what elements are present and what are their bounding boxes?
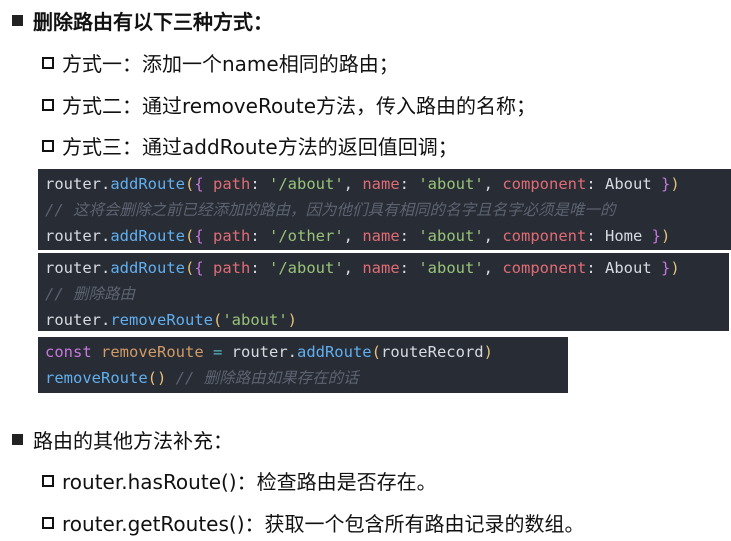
code-token: removeRoute	[110, 311, 213, 329]
code-token: router.	[45, 259, 111, 277]
code-token: // 这将会删除之前已经添加的路由，因为他们具有相同的名字且名字必须是唯一的	[45, 201, 616, 219]
code-token: :	[399, 259, 419, 277]
code-token: )	[483, 343, 493, 361]
item-text: 方式三：通过addRoute方法的返回值回调；	[62, 135, 458, 159]
code-token: ,	[483, 259, 503, 277]
bullet-square-icon	[12, 434, 23, 445]
code-token: '/other'	[269, 227, 344, 245]
code-token: routeRecord	[380, 343, 484, 361]
code-token: :	[250, 259, 269, 277]
code-line: router.addRoute({ path: '/other', name : …	[45, 223, 724, 249]
code-token: name	[362, 259, 400, 277]
bullet-square-icon	[12, 15, 23, 26]
code-line: // 这将会删除之前已经添加的路由，因为他们具有相同的名字且名字必须是唯一的	[45, 197, 724, 223]
code-token: addRoute	[110, 227, 185, 245]
code-token: ,	[343, 259, 363, 277]
code-token: {	[194, 227, 213, 245]
code-token: name	[362, 227, 400, 245]
code-token: : Home	[586, 227, 652, 245]
hollow-square-bullet-icon	[42, 139, 54, 152]
code-line: removeRoute() // 删除路由如果存在的话	[45, 365, 561, 391]
code-token: router.	[45, 227, 111, 245]
code-token: // 删除路由如果存在的话	[166, 369, 359, 387]
code-token: (	[184, 175, 195, 193]
code-token: addRoute	[296, 343, 372, 361]
code-token: path	[213, 175, 251, 193]
code-token: (	[371, 343, 381, 361]
code-token: ()	[147, 369, 167, 387]
code-token: )	[670, 175, 680, 193]
code-token: : About	[586, 259, 661, 277]
code-line: // 删除路由	[45, 281, 722, 307]
code-line: router.addRoute({ path: '/about', name : …	[45, 171, 724, 197]
code-token: :	[250, 175, 269, 193]
code-token: 'about'	[222, 311, 288, 329]
hollow-square-bullet-icon	[42, 516, 54, 529]
section-heading-other-methods: 路由的其他方法补充：	[12, 425, 233, 454]
code-token: // 删除路由	[45, 285, 135, 303]
code-token: path	[213, 227, 251, 245]
code-block-remove-route: router.addRoute({ path: '/about', name: …	[38, 253, 729, 331]
heading-text: 删除路由有以下三种方式：	[33, 10, 273, 34]
item-text: 方式二：通过removeRoute方法，传入路由的名称；	[62, 94, 537, 118]
code-token: )	[287, 311, 297, 329]
code-token: {	[194, 175, 213, 193]
code-token: (	[184, 227, 195, 245]
code-token: path	[213, 259, 251, 277]
code-token: ,	[483, 227, 503, 245]
code-token: '/about'	[269, 259, 344, 277]
code-token: )	[661, 227, 671, 245]
code-token: (	[184, 259, 195, 277]
code-line: router.addRoute({ path: '/about', name : …	[45, 255, 722, 281]
code-token: name	[362, 175, 400, 193]
code-token: router.	[45, 311, 111, 329]
code-token: '/about'	[269, 175, 344, 193]
code-token: ,	[343, 227, 363, 245]
code-token: 'about'	[418, 175, 484, 193]
code-token: : About	[586, 175, 661, 193]
code-token: ,	[483, 175, 503, 193]
section-heading-remove-route: 删除路由有以下三种方式：	[12, 6, 273, 35]
item-text: router.getRoutes()：获取一个包含所有路由记录的数组。	[62, 512, 585, 536]
code-token: :	[399, 175, 419, 193]
code-token: :	[399, 227, 419, 245]
item-text: router.hasRoute()：检查路由是否存在。	[62, 470, 437, 494]
item-text: 方式一：添加一个name相同的路由；	[62, 52, 399, 76]
code-line: const removeRoute = router.addRoute(rout…	[45, 339, 561, 365]
code-token: const	[45, 343, 101, 361]
code-token: ,	[343, 175, 363, 193]
list-item: router.hasRoute()：检查路由是否存在。	[42, 466, 437, 495]
code-token: )	[670, 259, 680, 277]
code-token: }	[651, 227, 661, 245]
list-item: router.getRoutes()：获取一个包含所有路由记录的数组。	[42, 508, 585, 537]
code-token: addRoute	[110, 259, 185, 277]
code-token: router.	[231, 343, 297, 361]
list-item: 方式二：通过removeRoute方法，传入路由的名称；	[42, 90, 536, 119]
code-block-add-route-callback: const removeRoute = router.addRoute(rout…	[38, 337, 568, 393]
code-token: :	[250, 227, 269, 245]
code-token: router.	[45, 175, 111, 193]
code-token: component	[502, 227, 587, 245]
list-item: 方式一：添加一个name相同的路由；	[42, 48, 399, 77]
code-line: router.removeRoute('about')	[45, 307, 722, 333]
code-token: component	[502, 259, 587, 277]
code-token: {	[194, 259, 213, 277]
code-token: }	[660, 175, 671, 193]
hollow-square-bullet-icon	[42, 56, 54, 69]
code-token: component	[502, 175, 587, 193]
code-block-same-name: router.addRoute({ path: '/about', name: …	[38, 169, 731, 250]
code-token: removeRoute	[101, 343, 204, 361]
list-item: 方式三：通过addRoute方法的返回值回调；	[42, 131, 458, 160]
code-token: addRoute	[110, 175, 185, 193]
code-token: }	[660, 259, 671, 277]
code-token: 'about'	[418, 227, 484, 245]
code-token: 'about'	[418, 259, 484, 277]
hollow-square-bullet-icon	[42, 474, 54, 487]
code-token: removeRoute	[45, 369, 148, 387]
heading-text: 路由的其他方法补充：	[33, 429, 233, 453]
code-token: =	[203, 343, 232, 361]
code-token: (	[212, 311, 223, 329]
hollow-square-bullet-icon	[42, 98, 54, 111]
